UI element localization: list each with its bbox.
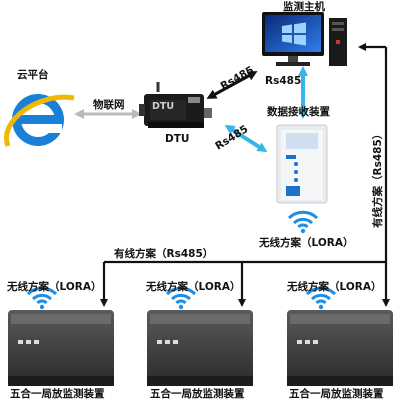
dtu-host-arrow	[206, 71, 258, 99]
device-unit	[8, 310, 114, 386]
device-unit	[147, 310, 253, 386]
receiver-wireless-label: 无线方案（LORA）	[259, 237, 354, 249]
cloud-platform-icon	[4, 94, 75, 147]
device-wireless-label: 无线方案（LORA）	[7, 281, 102, 293]
dtu-device	[139, 82, 212, 128]
wifi-icon	[287, 210, 319, 234]
device-unit	[287, 310, 393, 386]
wifi-icon	[165, 286, 197, 310]
device-name-label: 五合一局放监测装置	[10, 388, 105, 400]
data-receiver-label: 数据接收装置	[267, 106, 330, 118]
device-name-label: 五合一局放监测装置	[289, 388, 384, 400]
wired-vertical-label: 有线方案（Rs485）	[371, 129, 384, 228]
device-wireless-label: 无线方案（LORA）	[287, 281, 382, 293]
wired-bus	[100, 43, 390, 307]
rs485-dtu-host-label: Rs485	[219, 64, 256, 93]
monitor-host-computer	[262, 12, 347, 66]
dtu-receiver-arrow	[224, 124, 268, 153]
wired-horizontal-label: 有线方案（Rs485）	[114, 248, 214, 260]
monitor-host-label: 监测主机	[283, 1, 325, 13]
wifi-icon	[26, 286, 58, 310]
cloud-platform-label: 云平台	[17, 69, 49, 81]
device-group	[8, 310, 393, 386]
device-name-label: 五合一局放监测装置	[150, 388, 245, 400]
dtu-label: DTU	[165, 133, 190, 145]
rs485-host-receiver-label: Rs485	[265, 75, 302, 87]
device-wireless-label: 无线方案（LORA）	[146, 281, 241, 293]
data-receiver-device	[276, 124, 328, 204]
dtu-case-text: DTU	[152, 101, 175, 112]
iot-link-label: 物联网	[93, 99, 125, 111]
wifi-icon	[305, 286, 337, 310]
